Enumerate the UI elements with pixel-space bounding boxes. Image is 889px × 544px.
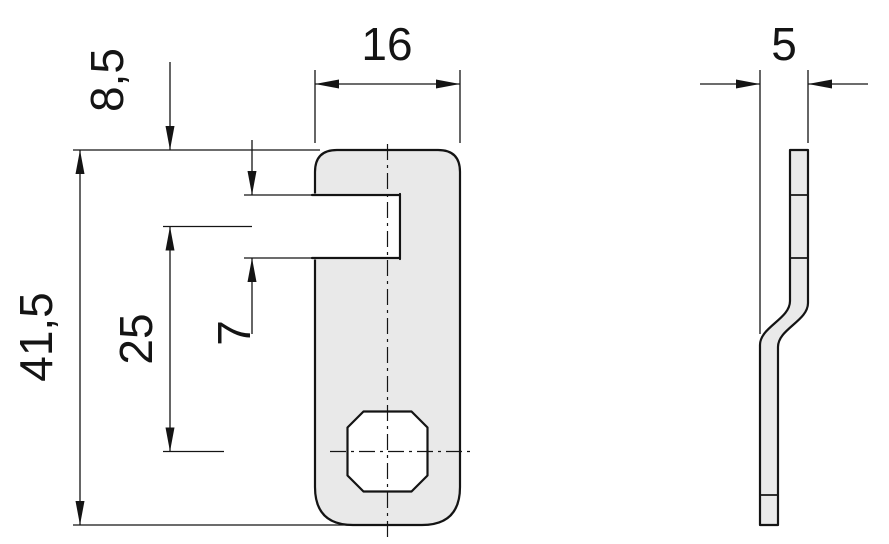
dim-slot-height-label: 7: [208, 320, 260, 346]
arrowhead-up: [75, 150, 85, 174]
slot-cutout-edge: [310, 192, 402, 261]
arrowhead-up: [247, 258, 257, 282]
dim-slot-to-hole-label: 25: [110, 313, 162, 364]
front-view: [310, 144, 470, 541]
dim-front-width-label: 16: [361, 18, 412, 70]
dim-overall-height-label: 41,5: [10, 292, 62, 382]
side-view: [758, 148, 810, 527]
arrowhead-down: [165, 427, 175, 452]
arrowhead-left: [315, 79, 339, 89]
arrowhead-right: [436, 79, 460, 89]
dim-top-to-slot-label: 8,5: [81, 48, 133, 112]
side-dimensions: 5: [700, 18, 868, 334]
arrowhead-right: [736, 79, 760, 89]
square-hole: [346, 410, 429, 493]
dim-slot-to-hole: 25: [110, 226, 175, 452]
arrowhead-down: [247, 171, 257, 195]
slot-cutout-fill: [312, 193, 402, 260]
arrowhead-down: [165, 126, 175, 150]
arrowhead-left: [808, 79, 832, 89]
front-dimensions: 16 41,5 8,5 25 7: [10, 18, 461, 526]
arrowhead-down: [75, 501, 85, 525]
dim-overall-height: 41,5: [10, 150, 85, 525]
dim-depth-label: 5: [771, 18, 797, 70]
dim-depth: 5: [700, 18, 868, 89]
side-profile: [758, 148, 810, 527]
dim-slot-height: 7: [208, 140, 260, 346]
dim-front-width: 16: [315, 18, 460, 89]
dim-top-to-slot: 8,5: [81, 48, 175, 251]
